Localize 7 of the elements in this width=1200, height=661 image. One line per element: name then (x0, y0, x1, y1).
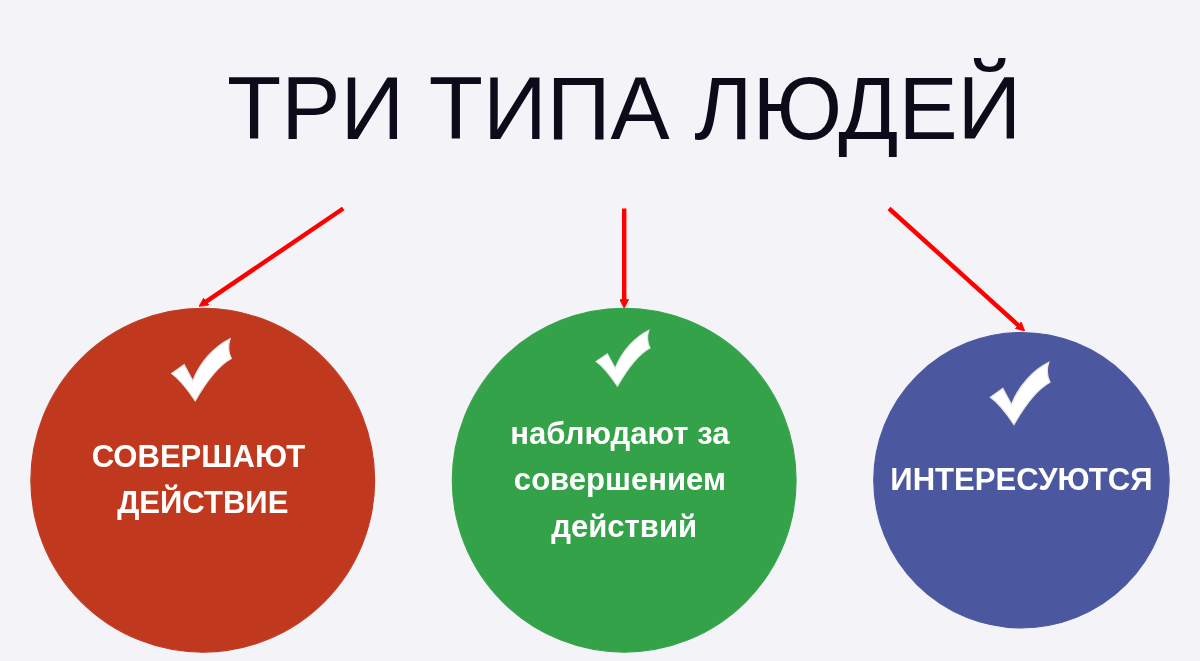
category-circle: ИНТЕРЕСУЮТСЯ (873, 331, 1170, 629)
arrow (198, 206, 345, 307)
arrow (887, 206, 1026, 332)
category-circle: наблюдают за совершением действий (451, 307, 797, 653)
arrow (619, 208, 630, 309)
category-circle: СОВЕРШАЮТ ДЕЙСТВИЕ (30, 307, 376, 653)
heading-text: ТРИ ТИПА ЛЮДЕЙ (227, 58, 1022, 158)
